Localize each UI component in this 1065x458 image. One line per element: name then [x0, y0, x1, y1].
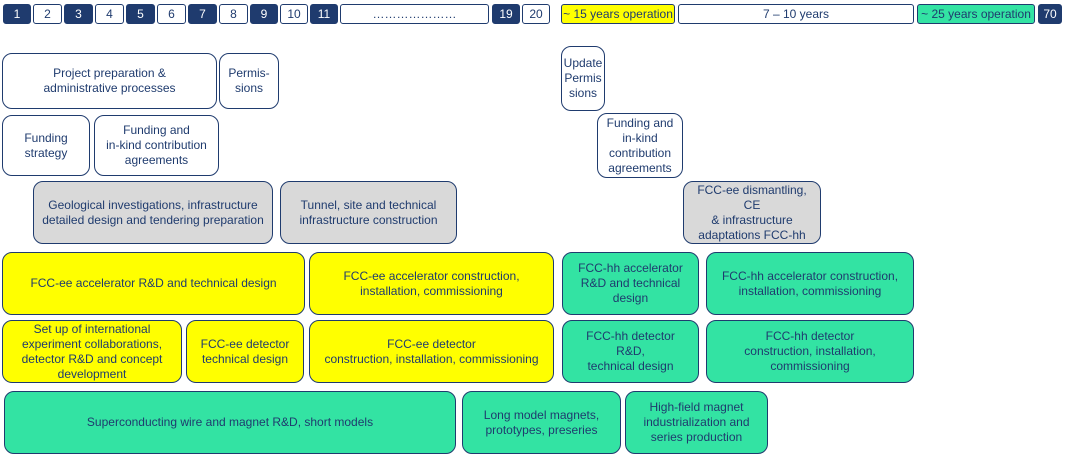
update-permissions-box: Update Permis sions	[561, 46, 605, 111]
geological-investigations-box: Geological investigations, infrastructur…	[33, 181, 273, 244]
hh-detector-construction-box: FCC-hh detector construction, installati…	[706, 320, 914, 383]
year-70: 70	[1038, 4, 1062, 24]
year-11: 11	[310, 4, 338, 24]
year-5: 5	[126, 4, 155, 24]
ee-detector-design-box: FCC-ee detector technical design	[186, 320, 304, 383]
ee-detector-construction-box: FCC-ee detector construction, installati…	[309, 320, 554, 383]
permissions-box: Permis- sions	[219, 53, 279, 109]
hh-operation-period: ~ 25 years operation	[917, 4, 1035, 24]
year-6: 6	[157, 4, 186, 24]
ee-accelerator-rd-box: FCC-ee accelerator R&D and technical des…	[2, 252, 305, 315]
hh-accelerator-construction-box: FCC-hh accelerator construction, install…	[706, 252, 914, 315]
hh-detector-rd-box: FCC-hh detector R&D, technical design	[562, 320, 699, 383]
year-4: 4	[95, 4, 124, 24]
year-19: 19	[492, 4, 520, 24]
year-9: 9	[250, 4, 278, 24]
ee-accelerator-construction-box: FCC-ee accelerator construction, install…	[309, 252, 554, 315]
collaborations-box: Set up of international experiment colla…	[2, 320, 182, 383]
sc-wire-magnet-box: Superconducting wire and magnet R&D, sho…	[4, 391, 456, 454]
project-preparation-box: Project preparation & administrative pro…	[2, 53, 217, 109]
ee-operation-period: ~ 15 years operation	[561, 4, 675, 24]
year-10: 10	[280, 4, 308, 24]
timeline-ellipsis: …………………	[340, 4, 489, 24]
year-8: 8	[219, 4, 248, 24]
tunnel-construction-box: Tunnel, site and technical infrastructur…	[280, 181, 457, 244]
year-20: 20	[522, 4, 550, 24]
funding-strategy-box: Funding strategy	[2, 115, 90, 176]
year-2: 2	[33, 4, 62, 24]
ee-dismantling-box: FCC-ee dismantling, CE & infrastructure …	[683, 181, 821, 244]
transition-period: 7 – 10 years	[678, 4, 914, 24]
funding-agreements-2-box: Funding and in-kind contribution agreeme…	[597, 113, 683, 178]
funding-agreements-box: Funding and in-kind contribution agreeme…	[94, 115, 219, 176]
long-model-magnets-box: Long model magnets, prototypes, preserie…	[462, 391, 621, 454]
year-3: 3	[64, 4, 93, 24]
year-1: 1	[3, 4, 31, 24]
year-7: 7	[188, 4, 217, 24]
hh-accelerator-rd-box: FCC-hh accelerator R&D and technical des…	[562, 252, 699, 315]
high-field-magnet-box: High-field magnet industrialization and …	[625, 391, 768, 454]
